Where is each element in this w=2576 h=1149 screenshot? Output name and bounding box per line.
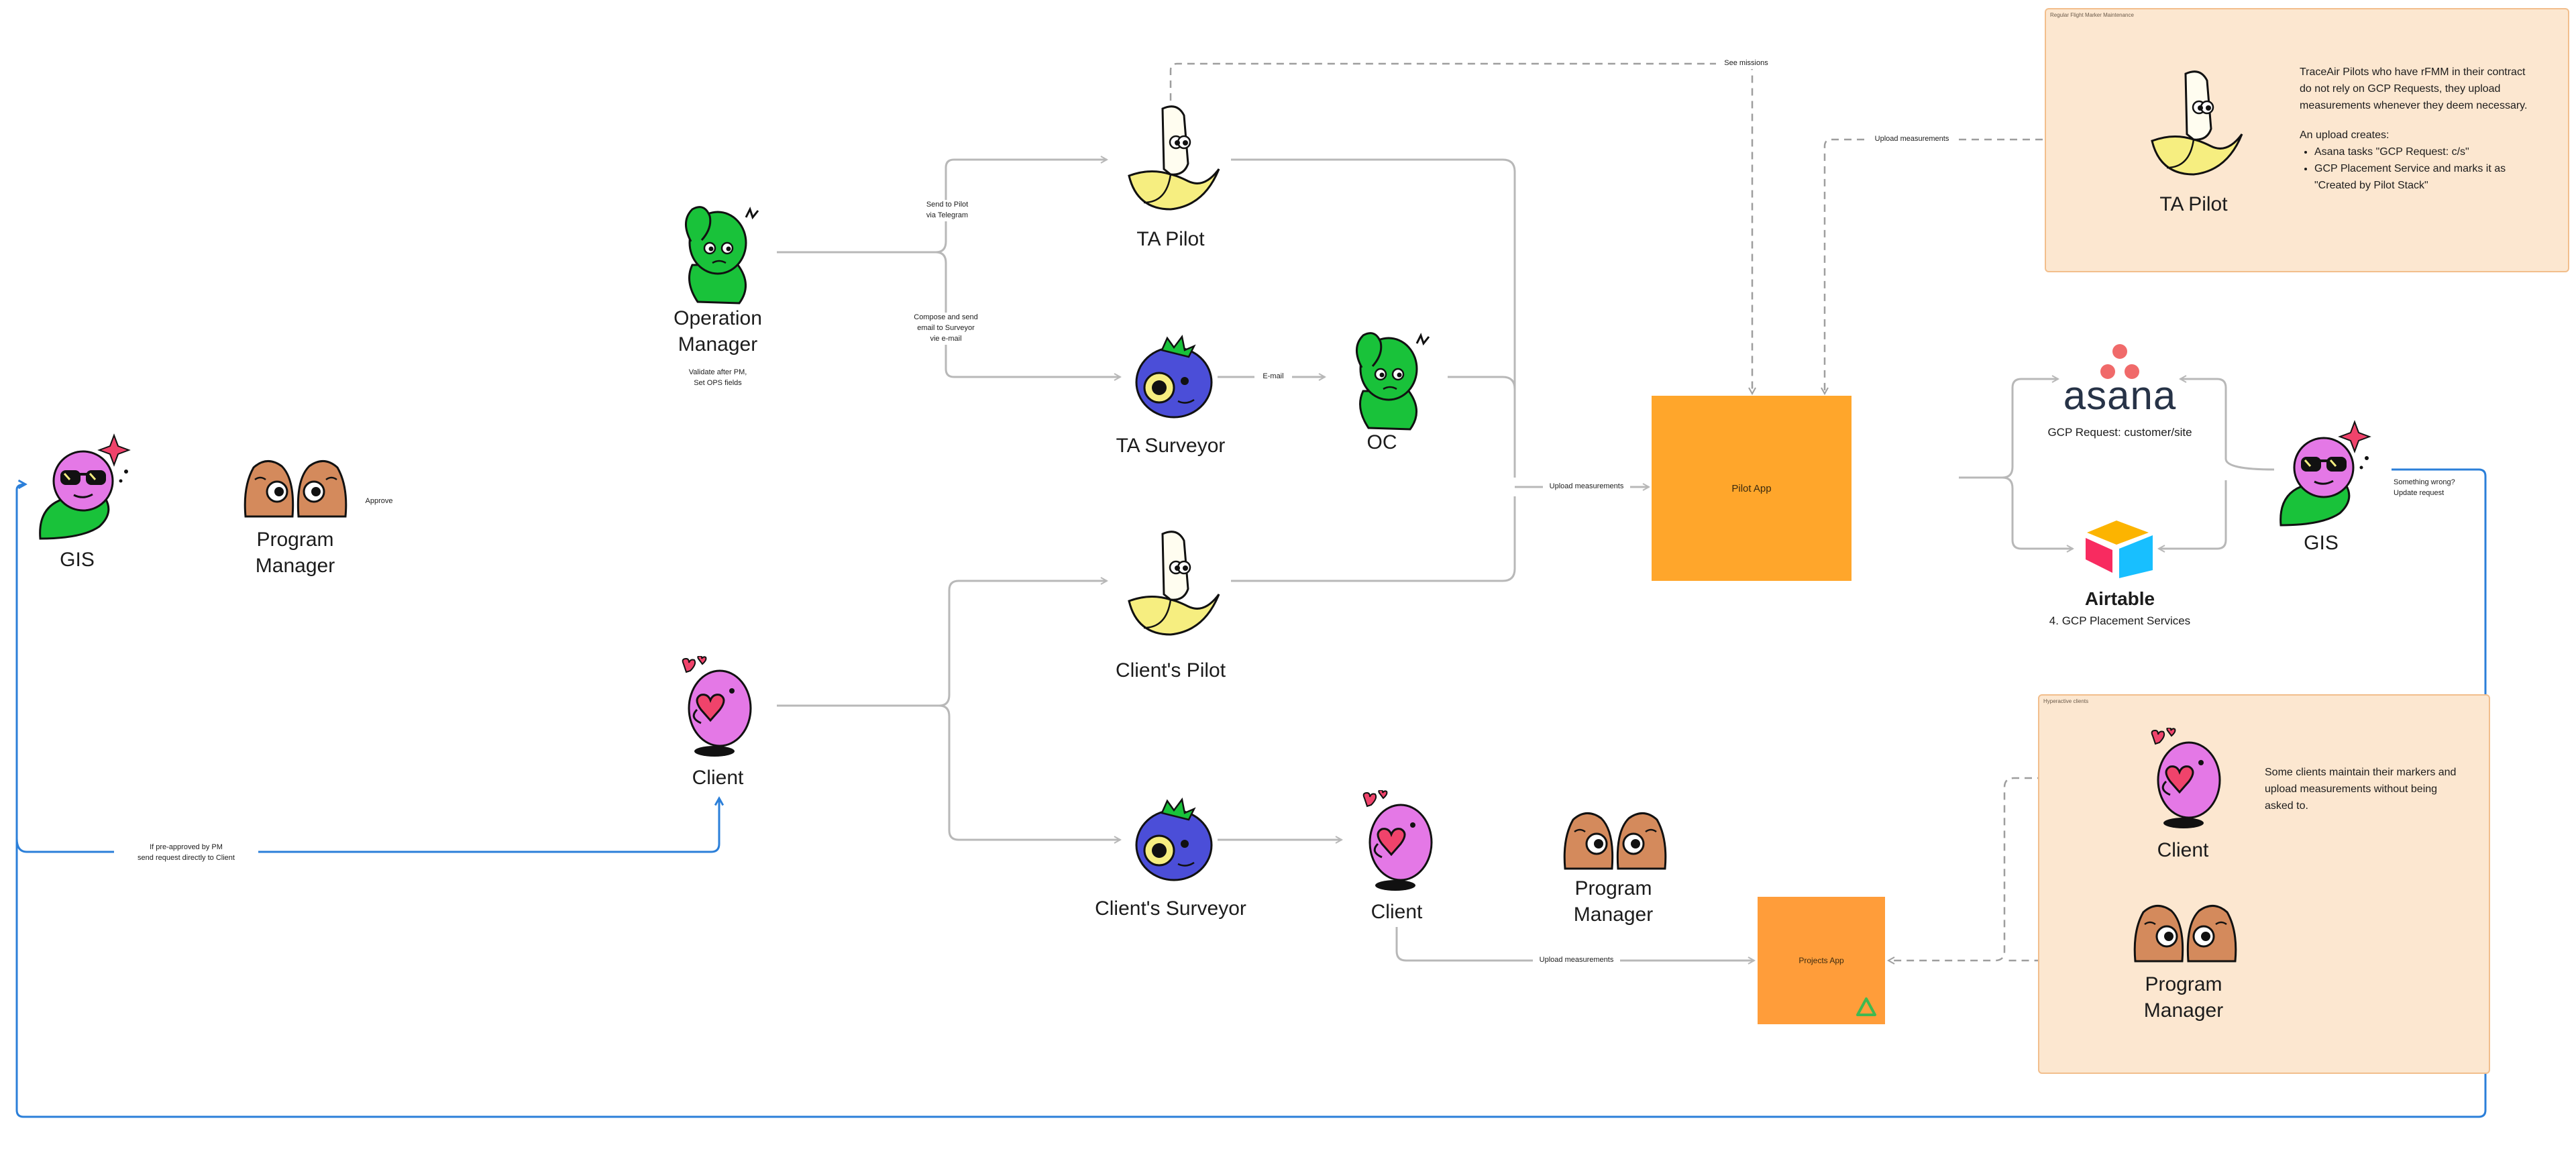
operation-manager-label: Operation Manager	[674, 307, 762, 355]
see-missions-connector	[1169, 62, 1752, 394]
rfmm-note-paragraph: TraceAir Pilots who have rFMM in their c…	[2300, 66, 2528, 111]
rfmm-pilot-label: TA Pilot	[2159, 193, 2228, 215]
gis-label-left: GIS	[60, 549, 95, 571]
program-manager-label-bottom: Program Manager	[1573, 877, 1654, 926]
hyper-pm-label: Program Manager	[2143, 973, 2224, 1022]
pre-approved-label: If pre-approved by PM send request direc…	[114, 842, 258, 864]
projects-app-label: Projects App	[1799, 956, 1844, 965]
clients-pilot-to-app-connector	[1231, 496, 1516, 582]
client-character-left	[682, 656, 752, 757]
gis-label-right: GIS	[2304, 532, 2339, 554]
send-to-pilot-label: Send to Pilot via Telegram	[907, 200, 987, 221]
hyperactive-clients-note: Hyperactive clients Some clients maintai…	[2038, 694, 2490, 1074]
ta-pilot-label: TA Pilot	[1136, 228, 1205, 250]
rfmm-upload-connector	[1825, 138, 2043, 394]
rfmm-note-list-item: Asana tasks "GCP Request: c/s"	[2314, 144, 2534, 161]
hyperactive-note-title: Hyperactive clients	[2043, 698, 2089, 704]
client-character-note	[2151, 728, 2221, 828]
oc-to-app-connector	[1448, 376, 1516, 478]
delta-icon	[1856, 997, 1876, 1016]
ta-pilot-to-app-connector	[1231, 158, 1516, 478]
upload-measurements-mid-label: Upload measurements	[1543, 482, 1630, 492]
ta-surveyor-character	[1135, 335, 1213, 419]
hyper-client-label: Client	[2157, 839, 2209, 861]
upload-measurements-top-label: Upload measurements	[1868, 134, 1955, 145]
om-to-ta-surveyor-connector	[935, 251, 1120, 377]
rfmm-note-title: Regular Flight Marker Maintenance	[2050, 12, 2134, 18]
gcp-request-label: GCP Request: customer/site	[2047, 426, 2192, 439]
clients-pilot-character	[1128, 531, 1220, 636]
client-character-bottom	[1362, 790, 1433, 891]
pilot-app-label: Pilot App	[1731, 482, 1772, 494]
email-label: E-mail	[1254, 372, 1292, 382]
airtable-name: Airtable	[2084, 588, 2155, 609]
program-manager-label-left: Program Manager	[255, 529, 335, 577]
asana-wordmark: asana	[2063, 373, 2177, 418]
ta-surveyor-label: TA Surveyor	[1116, 435, 1226, 457]
client-label-left: Client	[692, 767, 744, 789]
rfmm-note-text: TraceAir Pilots who have rFMM in their c…	[2300, 64, 2534, 195]
gis-to-airtable-connector	[2159, 480, 2227, 549]
hyper-client-upload-connector	[1888, 777, 2147, 961]
hyperactive-note-text: Some clients maintain their markers and …	[2265, 767, 2457, 812]
pre-approved-connector	[15, 798, 719, 853]
clients-surveyor-label: Client's Surveyor	[1095, 897, 1246, 920]
client-to-clients-surveyor-connector	[938, 704, 1120, 840]
app-to-airtable-connector	[2002, 476, 2073, 549]
clients-surveyor-character	[1135, 798, 1213, 881]
operation-manager-character	[685, 206, 759, 305]
operation-manager-note: Validate after PM, Set OPS fields	[688, 368, 747, 387]
approve-label: Approve	[365, 497, 393, 505]
program-manager-character-left	[244, 460, 347, 518]
feedback-loop-connector	[15, 468, 2487, 1118]
see-missions-label: See missions	[1716, 58, 1776, 69]
gis-to-asana-connector	[2180, 379, 2275, 471]
client-to-projects-app-connector	[1395, 927, 1754, 961]
airtable-logo-icon	[2086, 521, 2153, 578]
rfmm-note-list: Asana tasks "GCP Request: c/s" GCP Place…	[2300, 144, 2534, 194]
rfmm-note: Regular Flight Marker Maintenance TraceA…	[2045, 8, 2569, 272]
upload-measurements-bottom-label: Upload measurements	[1533, 955, 1620, 966]
gis-character-left	[39, 433, 131, 540]
something-wrong-label: Something wrong? Update request	[2394, 478, 2455, 497]
oc-character	[1356, 332, 1430, 431]
ta-pilot-character	[1128, 105, 1220, 211]
rfmm-note-list-item: GCP Placement Service and marks it as "C…	[2314, 161, 2534, 195]
projects-app-box[interactable]: Projects App	[1758, 897, 1885, 1024]
program-manager-character-bottom	[1563, 812, 1667, 870]
clients-pilot-label: Client's Pilot	[1115, 659, 1226, 681]
client-to-clients-pilot-connector	[777, 581, 1107, 707]
gis-character-right	[2279, 420, 2371, 527]
app-to-services-connector	[1959, 379, 2058, 479]
rfmm-note-list-intro: An upload creates:	[2300, 129, 2390, 142]
compose-email-label: Compose and send email to Surveyor vie e…	[899, 313, 993, 345]
airtable-subtitle: 4. GCP Placement Services	[2049, 614, 2191, 627]
program-manager-character-note	[2133, 905, 2237, 963]
asana-logo-icon	[2100, 344, 2139, 379]
client-label-bottom: Client	[1371, 901, 1423, 923]
pilot-app-box[interactable]: Pilot App	[1652, 396, 1851, 581]
rfmm-pilot-character	[2151, 70, 2243, 176]
oc-label: OC	[1366, 431, 1397, 453]
